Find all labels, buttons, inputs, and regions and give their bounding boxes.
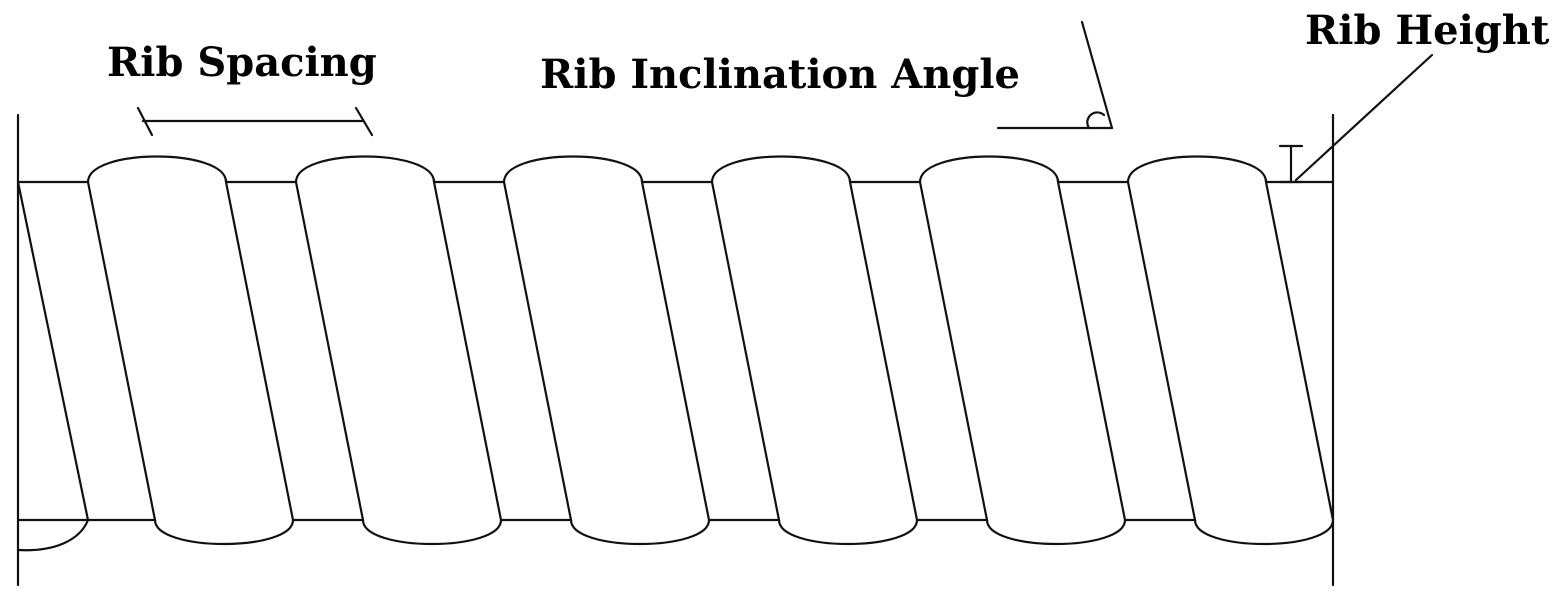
rib-4 <box>710 155 919 545</box>
rib-height-leader <box>1294 53 1434 182</box>
rib-spacing-tick-left <box>136 106 154 137</box>
angle-rib-line <box>1080 20 1114 130</box>
rib-6 <box>1126 155 1335 545</box>
rib-spacing-label: Rib Spacing <box>107 39 377 86</box>
rib-3 <box>502 155 711 545</box>
rib-2 <box>294 155 503 545</box>
rib-spacing-tick-right <box>354 106 374 137</box>
rib-inclination-angle-label: Rib Inclination Angle <box>540 51 1020 98</box>
rib-1 <box>86 155 295 545</box>
rib-height-dimension <box>1278 53 1434 184</box>
rib-spacing-dimension <box>136 106 374 137</box>
rib-inclination-angle-indicator <box>996 20 1114 130</box>
ribs-group <box>86 155 1335 545</box>
rib-height-label: Rib Height <box>1305 7 1550 54</box>
angle-arc <box>1086 111 1106 130</box>
rib-5 <box>918 155 1127 545</box>
partial-rib-left <box>16 180 90 552</box>
